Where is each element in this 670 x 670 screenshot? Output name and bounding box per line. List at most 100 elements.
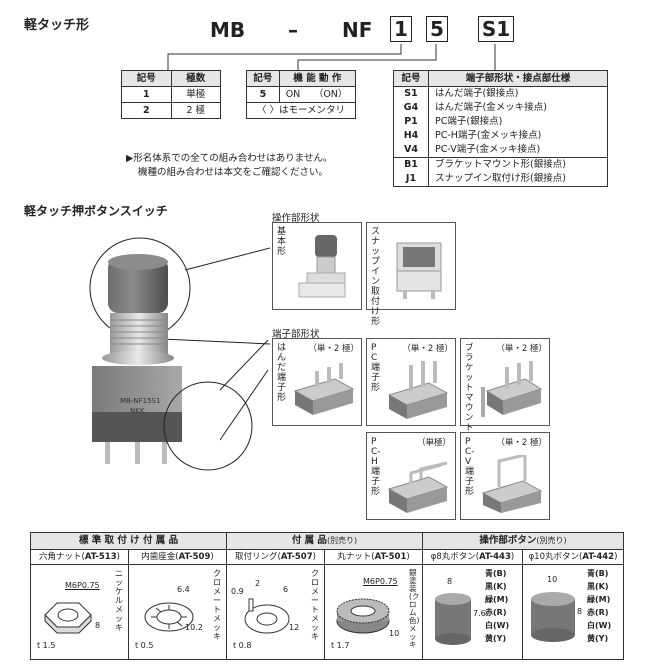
term-code: B1 xyxy=(394,158,429,172)
term-desc: スナップイン取付け形(銀接点) xyxy=(435,173,566,184)
acc-code: AT-507 xyxy=(280,552,313,562)
color-red: 赤(R) xyxy=(587,608,609,617)
term-code: J1 xyxy=(394,172,429,186)
pcv-terminal-icon xyxy=(481,455,543,513)
pc-terminal-icon xyxy=(387,361,449,419)
color-white: 白(W) xyxy=(485,621,510,630)
func-on: ON xyxy=(278,86,307,103)
term-h-name: 端子部形状・接点部仕様 xyxy=(428,70,608,87)
round-dim: 10 xyxy=(389,629,400,638)
hex-nut-cell: M6P0.75 8 t 1.5 ニッケルメッキ xyxy=(31,565,128,659)
ring-finish: クロメートメッキ xyxy=(311,569,319,641)
model-connectors xyxy=(167,44,496,70)
acc-name: 取付リング xyxy=(235,552,278,562)
color-black: 黒(K) xyxy=(587,582,609,591)
terminal-title: 端子部形状 xyxy=(272,329,320,340)
terminal-bracket-pole: （単・2 極） xyxy=(496,344,547,354)
product-label: MB-NF15S1 xyxy=(120,397,160,405)
h-acc-label: 付 属 品 xyxy=(291,535,327,546)
btn-10-head: φ10丸ボタン(AT-442) xyxy=(523,550,623,565)
poles-code: 1 xyxy=(121,86,172,103)
terminal-pcv-label: PC-V端子形 xyxy=(465,437,475,497)
btn-code: AT-443 xyxy=(479,552,511,562)
term-code: P1 xyxy=(394,115,429,129)
color-red: 赤(R) xyxy=(485,608,507,617)
hex-dim: 8 xyxy=(95,621,101,630)
terminal-pch-pole: （単極） xyxy=(416,438,451,448)
h-btn: 操作部ボタン(別売り) xyxy=(423,533,623,550)
poles-h-name: 極数 xyxy=(170,70,221,87)
btn-10-cell: 10 8 青(B) 黒(K) 緑(M) 赤(R) 白(W) 黄(Y) xyxy=(523,565,623,659)
acc-round-nut-head: 丸ナット(AT-501) xyxy=(325,550,423,565)
washer-finish: クロメートメッキ xyxy=(213,569,221,641)
actuator-snap-box: スナップイン取付け形 xyxy=(366,222,456,327)
washer-icon xyxy=(144,602,194,632)
acc-washer-head: 内歯座金(AT-509) xyxy=(129,550,227,565)
term-code: G4 xyxy=(394,101,429,115)
btn-8-cell: 8 7.6 青(B) 黒(K) 緑(M) 赤(R) 白(W) 黄(Y) xyxy=(423,565,522,659)
hex-t: t 1.5 xyxy=(37,641,56,650)
poles-val: 2 極 xyxy=(170,102,221,119)
bracket-terminal-icon xyxy=(481,361,543,417)
color-white: 白(W) xyxy=(587,621,612,630)
color-blue: 青(B) xyxy=(485,569,507,578)
poles-code: 2 xyxy=(121,102,172,119)
switch-illustration: MB-NF15S1 NKK xyxy=(89,237,270,471)
model-mb: MB xyxy=(210,18,246,42)
ring-d2: 6 xyxy=(283,585,289,594)
term-desc: PC-V端子(金メッキ接点) xyxy=(435,144,541,155)
acc-name: 内歯座金 xyxy=(141,552,176,562)
model-box-1: 1 xyxy=(390,16,412,42)
connector-lines xyxy=(220,339,269,441)
actuator-snap-label: スナップイン取付け形 xyxy=(371,227,381,327)
section-title: 軽タッチ押ボタンスイッチ xyxy=(24,204,168,218)
btn-code: AT-442 xyxy=(582,552,615,562)
func-h-code: 記号 xyxy=(246,70,280,87)
terminal-solder-pole: （単・2 極） xyxy=(308,344,359,354)
color-green: 緑(M) xyxy=(587,595,611,604)
term-desc: PC-H端子(金メッキ接点) xyxy=(435,130,542,141)
actuator-basic-label: 基本形 xyxy=(277,227,287,257)
terminal-pcv-pole: （単・2 極） xyxy=(496,438,547,448)
hex-nut-icon xyxy=(44,602,92,634)
term-desc: ブラケットマウント形(銀接点) xyxy=(435,159,566,170)
model-nf: NF xyxy=(342,18,373,42)
acc-code: AT-501 xyxy=(374,552,407,562)
terminal-pc-label: PC端子形 xyxy=(371,343,381,393)
btn8-h: 7.6 xyxy=(473,609,486,618)
color-blue: 青(B) xyxy=(587,569,609,578)
model-box-3: S1 xyxy=(478,16,514,42)
acc-ring-head: 取付リング(AT-507) xyxy=(227,550,325,565)
snap-actuator-icon xyxy=(396,242,442,299)
term-h-code: 記号 xyxy=(393,70,429,87)
ring-d3: 12 xyxy=(289,623,300,632)
acc-code: AT-509 xyxy=(178,552,211,562)
func-note: 〈 〉はモーメンタリ xyxy=(246,102,356,119)
page-title: 軽タッチ形 xyxy=(24,18,90,33)
acc-hex-nut-head: 六角ナット(AT-513) xyxy=(31,550,129,565)
terminal-solder-box: はんだ端子形 （単・2 極） xyxy=(272,338,362,426)
btn-name: φ8丸ボタン xyxy=(430,552,476,562)
terminal-bracket-label: ブラケットマウント形 xyxy=(465,343,474,443)
h-acc: 付 属 品(別売り) xyxy=(227,533,423,550)
ring-d1: 2 xyxy=(255,579,261,588)
note-2: 機種の組み合わせは本文をご確認ください。 xyxy=(138,167,329,178)
func-h-name: 機 能 動 作 xyxy=(278,70,357,87)
note-1: ▶形名体系での全ての組み合わせはありません。 xyxy=(126,153,333,164)
btn10-colors: 青(B) 黒(K) 緑(M) 赤(R) 白(W) 黄(Y) xyxy=(587,567,611,645)
btn-name: φ10丸ボタン xyxy=(528,552,580,562)
func-mom: （ON） xyxy=(306,86,357,103)
hex-finish: ニッケルメッキ xyxy=(115,569,123,632)
model-box-2: 5 xyxy=(426,16,448,42)
terminal-pch-label: PC-H端子形 xyxy=(371,437,381,497)
round-thread: M6P0.75 xyxy=(363,577,398,586)
color-black: 黒(K) xyxy=(485,582,507,591)
terminal-solder-label: はんだ端子形 xyxy=(277,343,287,403)
round-nut-cell: M6P0.75 10 t 1.7 銀塗装(クロム色)メッキ xyxy=(325,565,422,659)
pch-terminal-icon xyxy=(387,461,449,513)
terminal-pch-box: PC-H端子形 （単極） xyxy=(366,432,456,520)
washer-d2: 10.2 xyxy=(185,623,203,632)
term-code: V4 xyxy=(394,143,429,157)
